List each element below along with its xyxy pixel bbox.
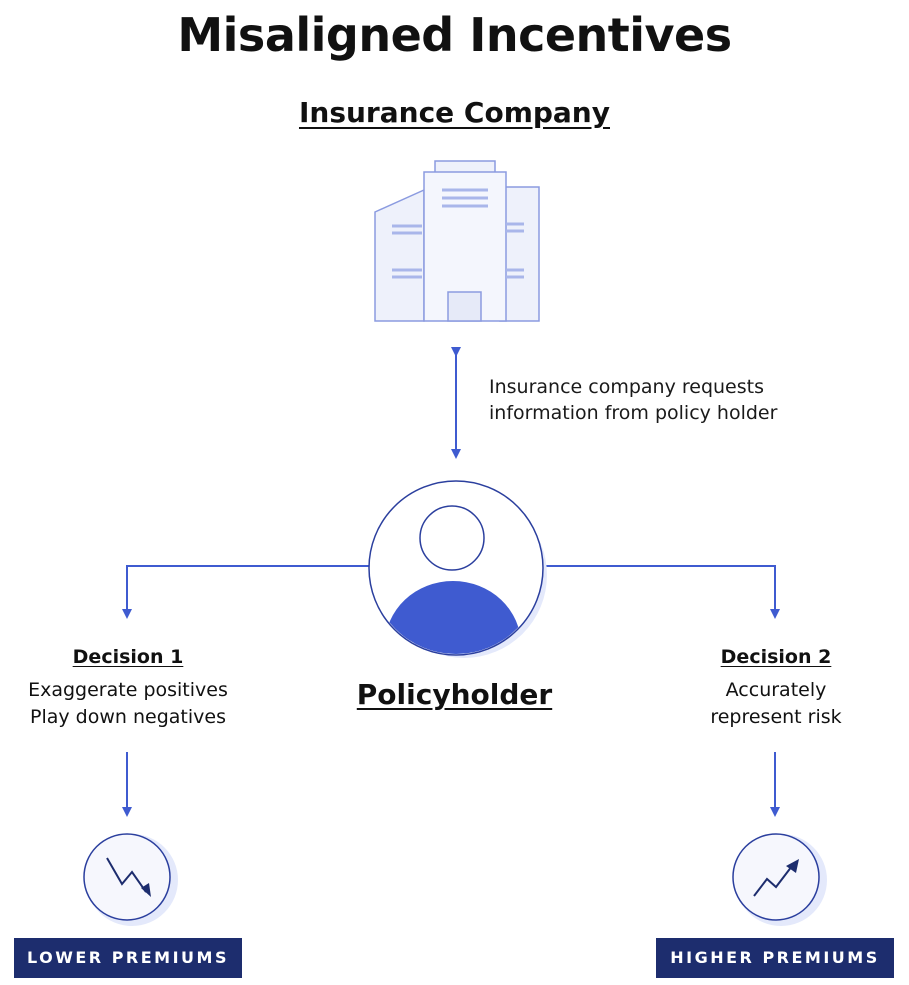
trend-up-icon bbox=[732, 833, 827, 926]
diagram-title: Misaligned Incentives bbox=[177, 8, 732, 62]
decision1-line1: Exaggerate positives bbox=[28, 679, 228, 701]
trend-down-icon bbox=[83, 833, 178, 926]
decision1-line2: Play down negatives bbox=[30, 706, 226, 728]
lower-premiums-badge: LOWER PREMIUMS bbox=[14, 938, 242, 978]
person-avatar-icon bbox=[368, 480, 547, 658]
decision1-block: Decision 1 Exaggerate positives Play dow… bbox=[0, 646, 256, 731]
policyholder-label: Policyholder bbox=[356, 678, 553, 711]
office-building-icon bbox=[374, 160, 540, 322]
company-label: Insurance Company bbox=[298, 96, 610, 129]
decision2-heading: Decision 2 bbox=[720, 646, 832, 668]
connector-to-decision2 bbox=[540, 565, 780, 619]
request-note: Insurance company requests information f… bbox=[489, 374, 777, 426]
request-note-line2: information from policy holder bbox=[489, 402, 778, 424]
request-note-line1: Insurance company requests bbox=[489, 376, 764, 398]
decision1-heading: Decision 1 bbox=[72, 646, 184, 668]
decision2-line2: represent risk bbox=[710, 706, 842, 728]
connector-to-decision1 bbox=[122, 565, 372, 619]
decision2-line1: Accurately bbox=[725, 679, 827, 701]
higher-premiums-badge: HIGHER PREMIUMS bbox=[656, 938, 894, 978]
decision2-block: Decision 2 Accurately represent risk bbox=[648, 646, 904, 731]
